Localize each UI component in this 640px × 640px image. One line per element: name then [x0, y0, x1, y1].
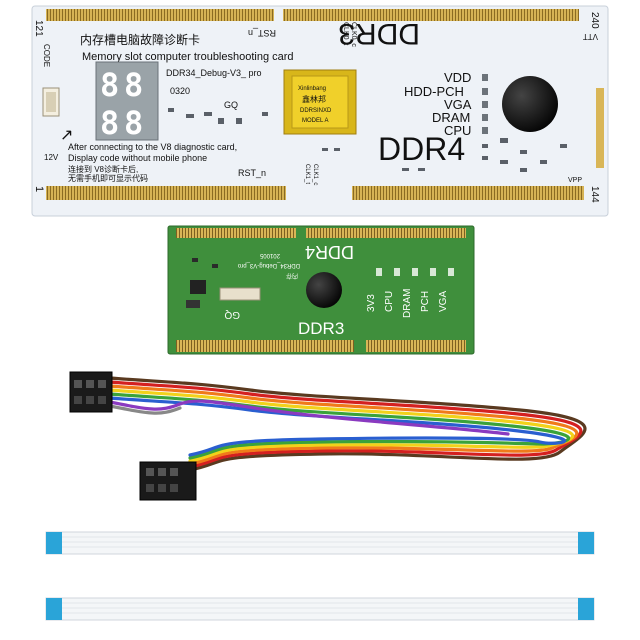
- cable-connector-right: [139, 461, 197, 501]
- cable-connector-left: [69, 371, 113, 413]
- small-silk-1: DDR34_Debug-V3_pro: [237, 262, 300, 268]
- small-signal-leds: [376, 268, 454, 276]
- instruction-line-2: Display code without mobile phone: [68, 153, 207, 163]
- small-silk-2: 201005: [259, 252, 280, 258]
- instruction-line-4: 无需手机即可显示代码: [68, 173, 148, 183]
- small-signal-dram: DRAM: [402, 289, 413, 318]
- volt-12v-label: 12V: [44, 153, 59, 162]
- small-components: [186, 258, 261, 308]
- signal-hdd-pch: HDD-PCH: [404, 84, 464, 99]
- chip-line-2: 鑫林邦: [302, 94, 326, 104]
- clk-top-label-2: CLK0_c: [350, 22, 357, 47]
- signal-vga: VGA: [444, 97, 472, 112]
- led-digit-3: 8: [100, 104, 119, 142]
- chip-line-1: Xinlinbang: [298, 86, 326, 92]
- ddr3-label-big: DDR3: [338, 17, 420, 50]
- pc-speaker-buzzer-icon: [502, 76, 558, 132]
- pin-1-label: 1: [33, 186, 45, 192]
- small-signal-pch: PCH: [420, 291, 431, 312]
- small-signal-3v3: 3V3: [366, 294, 377, 312]
- chip-line-3: DDRSINXD: [300, 108, 332, 114]
- instruction-line-3: 连接到 V8诊断卡后,: [68, 164, 138, 174]
- clk-bottom-label-2: CLK1_c: [312, 164, 318, 185]
- small-ddr4-label: DDR4: [305, 242, 354, 262]
- english-title: Memory slot computer troubleshooting car…: [82, 51, 294, 63]
- right-edge-fingers: [596, 88, 604, 168]
- small-diagnostic-card: DDR4 DDR34_Debug-V3_pro 201005 内存 GQ DDR…: [167, 225, 475, 355]
- vpp-label: VPP: [568, 177, 582, 184]
- small-bottom-fingers-left: [176, 340, 354, 352]
- ribbon-cable-2: [45, 597, 595, 621]
- small-gq-label: GQ: [224, 309, 240, 320]
- pin-144-label: 144: [589, 186, 600, 203]
- led-digit-4: 8: [124, 104, 143, 142]
- small-bottom-fingers-right: [366, 340, 466, 352]
- led-digit-1: 8: [100, 66, 119, 104]
- pin-121-label: 121: [33, 20, 44, 37]
- small-silk-3: 内存: [286, 272, 298, 280]
- instruction-line-1: After connecting to the V8 diagnostic ca…: [68, 142, 237, 152]
- vtt-label: VTT: [583, 32, 598, 41]
- code-label: CODE: [42, 44, 51, 67]
- chip-line-4: MODEL A: [302, 118, 328, 124]
- signal-cpu: CPU: [444, 123, 471, 138]
- arrow-glyph: ↗: [60, 127, 73, 144]
- diagnostic-chip: Xinlinbang 鑫林邦 DDRSINXD MODEL A: [283, 69, 357, 135]
- small-buzzer-icon: [306, 272, 342, 308]
- big-diagnostic-card: 121 240 1 144 RST_n CLK0_t CLK0_c VTT DD…: [31, 5, 609, 217]
- led-display-icon: 8 8 8 8: [95, 61, 159, 142]
- small-signal-labels: 3V3 CPU DRAM PCH VGA: [366, 289, 449, 318]
- top-gold-fingers-right: [283, 9, 579, 21]
- top-gold-fingers-left: [46, 9, 274, 21]
- connector-header-icon: [42, 87, 60, 117]
- clk-bottom-label-1: CLK1_t: [304, 164, 310, 184]
- rainbow-jumper-cable: [108, 376, 587, 472]
- small-top-fingers-right: [306, 228, 466, 238]
- ddr4-label-big: DDR4: [378, 131, 465, 167]
- clk-top-label-1: CLK0_t: [342, 22, 349, 45]
- smd-components: [168, 108, 567, 172]
- model-label: DDR34_Debug-V3_ pro: [166, 68, 262, 78]
- led-digit-2: 8: [124, 66, 143, 104]
- pin-240-label: 240: [589, 12, 600, 29]
- signal-dram: DRAM: [432, 110, 470, 125]
- signal-vdd: VDD: [444, 70, 471, 85]
- rst-bottom-label: RST_n: [238, 168, 266, 178]
- gq-label: GQ: [224, 100, 238, 110]
- chinese-title: 内存槽电脑故障诊断卡: [80, 32, 200, 47]
- code-value: 0320: [170, 86, 190, 96]
- bottom-gold-fingers-left: [46, 186, 286, 200]
- rst-top-label: RST_n: [248, 28, 276, 38]
- signal-leds: [482, 74, 488, 134]
- bottom-gold-fingers-right: [352, 186, 584, 200]
- ribbon-cable-icon: [45, 531, 595, 555]
- small-ddr3-label: DDR3: [298, 319, 344, 338]
- small-signal-cpu: CPU: [384, 291, 395, 312]
- signal-label-list: VDD HDD-PCH VGA DRAM CPU: [404, 70, 472, 138]
- small-signal-vga: VGA: [438, 291, 449, 312]
- small-top-fingers-left: [176, 228, 296, 238]
